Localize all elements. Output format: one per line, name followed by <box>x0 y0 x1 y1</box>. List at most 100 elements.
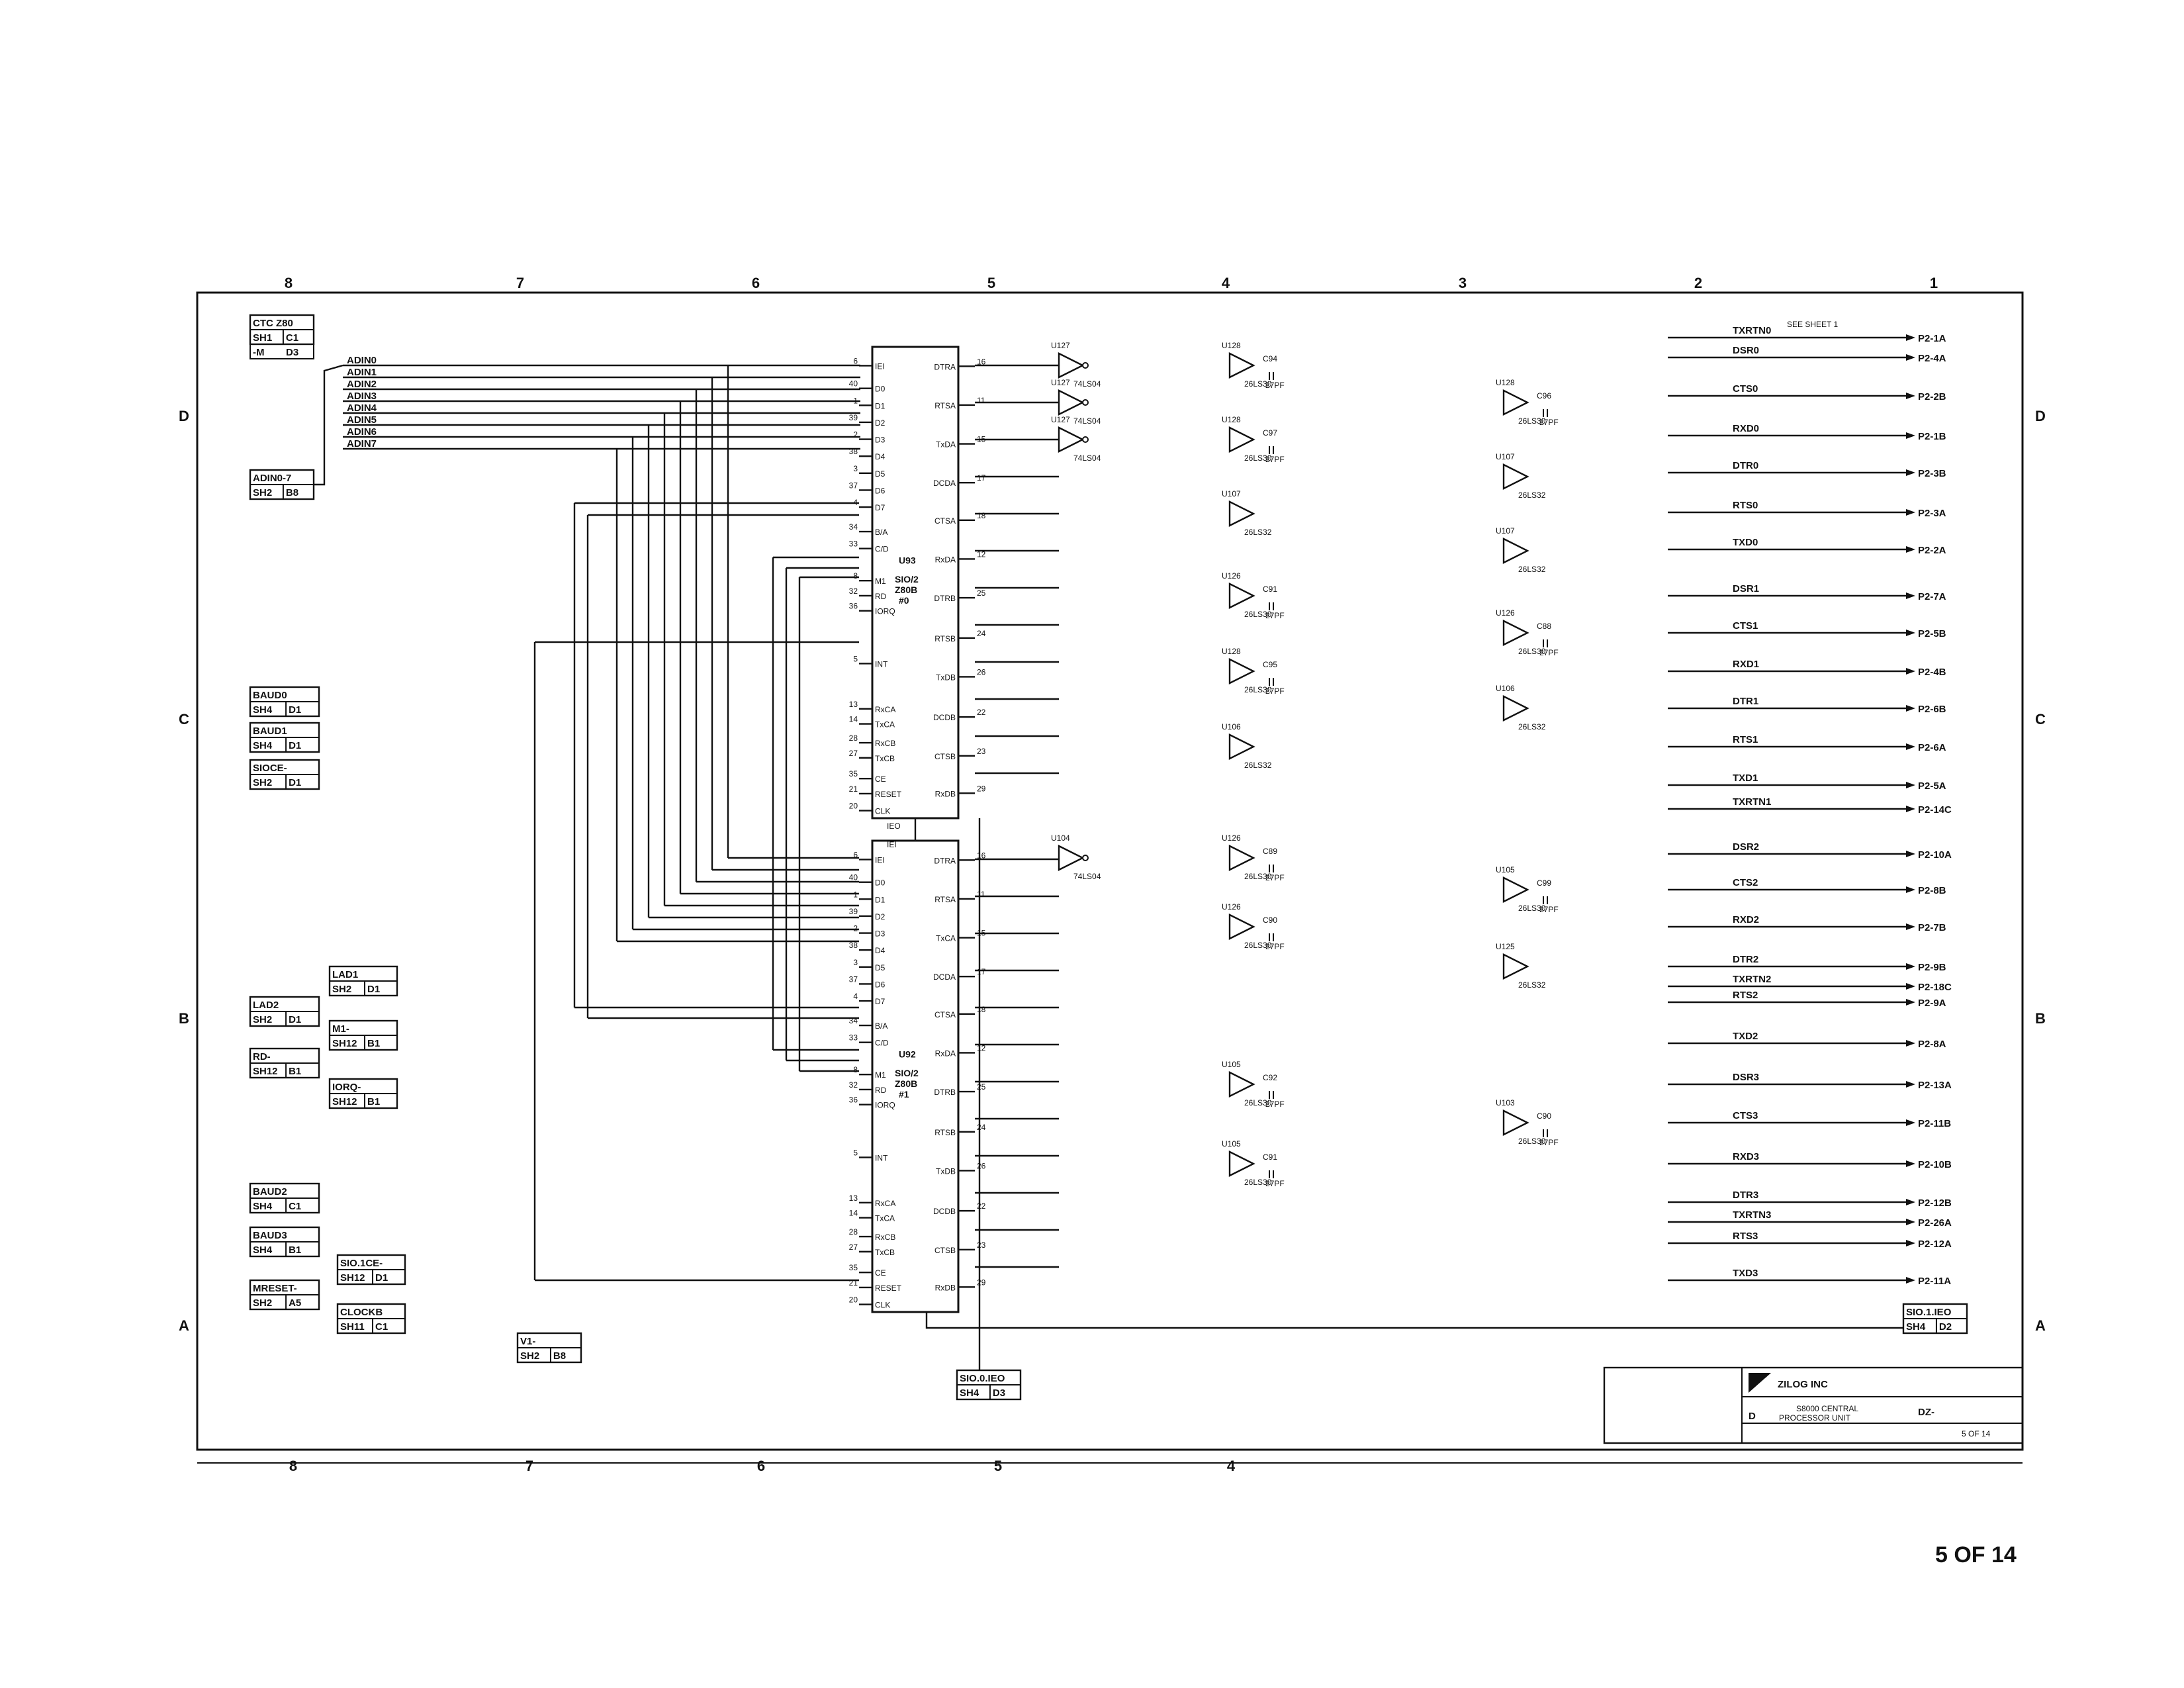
gate-symbol <box>1058 352 1085 379</box>
connector-pin: P2-1B <box>1918 431 1946 442</box>
arrow-head <box>1906 1240 1915 1246</box>
pin-name: RxDA <box>935 555 956 564</box>
pin-name: D7 <box>875 997 886 1006</box>
gate-ref: U105 <box>1222 1139 1241 1149</box>
gate-type: 26LS30 <box>1244 453 1272 463</box>
gate-symbol <box>1228 500 1255 527</box>
gate-type: 26LS30 <box>1244 610 1272 619</box>
gate-ref: U107 <box>1496 452 1515 461</box>
pin-name: DCDB <box>933 713 956 722</box>
gate-ref: U127 <box>1051 378 1070 387</box>
connector-zone: C1 <box>289 1201 301 1212</box>
adin-label: ADIN5 <box>347 414 377 426</box>
pin-name: IEO <box>887 821 901 831</box>
zone-col-bottom: 7 <box>525 1458 533 1474</box>
pin-name: DTRB <box>934 1088 956 1097</box>
pin-name: IEI <box>887 840 897 849</box>
pin-name: DCDA <box>933 972 956 982</box>
pin-name: D6 <box>875 980 886 989</box>
gate-type: 26LS32 <box>1244 761 1272 770</box>
gate-symbol <box>1058 845 1085 871</box>
inverter-bubble <box>1082 855 1089 861</box>
pin-name: TxCA <box>875 1214 895 1223</box>
pin-name: D3 <box>875 929 886 939</box>
zone-row-right: D <box>2035 408 2046 424</box>
signal-name: RXD1 <box>1733 659 1759 670</box>
connector-pin: P2-3B <box>1918 468 1946 479</box>
connector-sheet: SH2 <box>253 487 272 498</box>
chip-body <box>871 839 960 1313</box>
gate-symbol <box>1502 538 1529 564</box>
connector-sheet: SH4 <box>960 1387 979 1399</box>
signal-name: TXD3 <box>1733 1268 1758 1279</box>
gate-type: 26LS32 <box>1518 491 1546 500</box>
zone-col-top: 6 <box>752 275 760 291</box>
pin-number: 8 <box>853 1065 858 1074</box>
connector-zone: D3 <box>286 347 298 358</box>
gate-symbol <box>1228 845 1255 871</box>
zone-row-left: B <box>179 1010 189 1027</box>
gate-type: 26LS30 <box>1518 647 1546 656</box>
signal-name: TXD0 <box>1733 537 1758 548</box>
gate-symbol <box>1502 1109 1529 1136</box>
adin-label: ADIN3 <box>347 391 377 402</box>
gate-type: 26LS30 <box>1244 1178 1272 1187</box>
signal-name: DTR3 <box>1733 1190 1758 1201</box>
pin-number: 40 <box>849 873 858 882</box>
pin-number: 35 <box>849 769 858 778</box>
arrow-head <box>1906 963 1915 970</box>
pin-number: 18 <box>977 1005 986 1014</box>
pin-name: D3 <box>875 436 886 445</box>
arrow-head <box>1906 354 1915 361</box>
pin-name: TxCA <box>875 720 895 729</box>
connector-zone: D1 <box>367 984 380 995</box>
pin-name: CLK <box>875 807 890 816</box>
pin-name: C/D <box>875 545 889 554</box>
zone-row-right: B <box>2035 1010 2046 1027</box>
connector-pin: P2-26A <box>1918 1217 1952 1229</box>
title-line: S8000 CENTRAL <box>1796 1404 1858 1413</box>
arrow-head <box>1906 393 1915 399</box>
pin-name: RxDB <box>935 1283 956 1292</box>
pin-name: RESET <box>875 1284 902 1293</box>
pin-name: D1 <box>875 895 886 904</box>
connector-pin: P2-6A <box>1918 742 1946 753</box>
connector-sheet: SH12 <box>332 1096 357 1107</box>
connector-zone: D1 <box>375 1272 388 1284</box>
gate-symbol <box>1502 389 1529 416</box>
pin-number: 1 <box>853 890 858 899</box>
gate-type: 26LS30 <box>1244 1098 1272 1107</box>
pin-name: B/A <box>875 528 887 537</box>
pin-number: 11 <box>977 890 985 899</box>
connector-name: CTC Z80 <box>253 318 293 329</box>
connector-pin: P2-6B <box>1918 704 1946 715</box>
connector-zone: D1 <box>289 704 301 716</box>
pin-number: 40 <box>849 379 858 389</box>
connector-sheet: SH2 <box>253 1297 272 1309</box>
gate-symbol <box>1502 876 1529 903</box>
capacitor-value: 27PF <box>1539 418 1559 427</box>
pin-name: IEI <box>875 361 885 371</box>
pin-name: RxCA <box>875 1199 895 1208</box>
connector-pin: P2-7A <box>1918 591 1946 602</box>
pin-name: RTSA <box>934 401 956 410</box>
pin-name: D5 <box>875 963 886 972</box>
connector-zone: B8 <box>553 1350 566 1362</box>
adin-bus-entry <box>314 364 343 486</box>
gate-ref: U125 <box>1496 942 1515 951</box>
sheet-number: 5 OF 14 <box>1962 1429 1991 1438</box>
signal-name: DSR3 <box>1733 1072 1759 1083</box>
connector-pin: P2-11A <box>1918 1276 1951 1287</box>
signal-name: DSR2 <box>1733 841 1759 853</box>
